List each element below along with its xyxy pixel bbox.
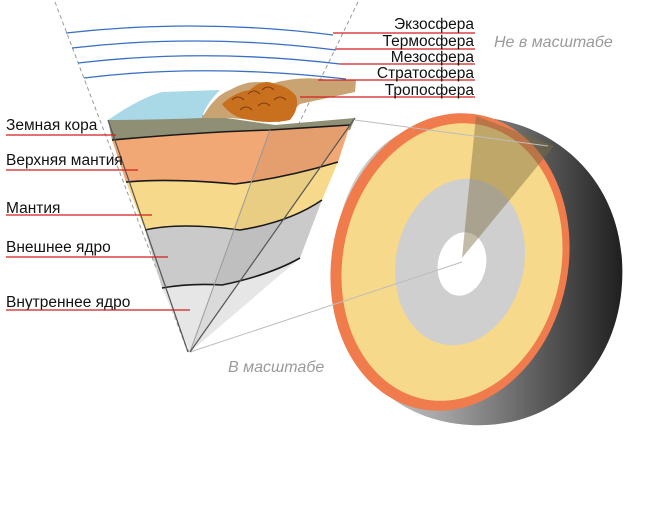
mesosphere-arc xyxy=(77,55,341,65)
cone-boundaries xyxy=(111,124,351,289)
label-outer-core: Внешнее ядро xyxy=(6,239,111,256)
label-mesosphere: Мезосфера xyxy=(391,49,475,66)
boundary-upper-mantle xyxy=(125,161,339,185)
cone-mantle xyxy=(126,162,338,230)
label-stratosphere: Стратосфера xyxy=(377,65,474,82)
interior-labels: Земная кора Верхняя мантия Мантия Внешне… xyxy=(6,117,190,311)
sphere-wedge xyxy=(462,116,554,258)
exosphere-arc xyxy=(65,25,334,36)
boundary-outer-core xyxy=(161,257,301,289)
label-crust: Земная кора xyxy=(6,117,98,134)
cone-edge-center xyxy=(189,129,271,353)
to-scale-sphere xyxy=(330,113,623,426)
label-mantle: Мантия xyxy=(6,200,60,217)
thermosphere-arc xyxy=(71,40,337,51)
mountain-ridges xyxy=(231,86,287,111)
cone-inner-core xyxy=(162,258,300,352)
caption-to-scale: В масштабе xyxy=(228,359,324,376)
stratosphere-arc xyxy=(83,70,347,80)
boundary-crust xyxy=(111,124,351,141)
label-troposphere: Тропосфера xyxy=(385,82,475,99)
label-exosphere: Экзосфера xyxy=(394,16,474,33)
label-thermosphere: Термосфера xyxy=(383,33,475,50)
mountain-peak xyxy=(222,82,298,122)
label-inner-core: Внутреннее ядро xyxy=(6,294,130,311)
atmosphere-labels: Экзосфера Термосфера Мезосфера Стратосфе… xyxy=(300,16,475,99)
cone-upper-mantle xyxy=(112,125,350,184)
cone-edge-right xyxy=(189,117,356,353)
not-to-scale-cone xyxy=(54,1,359,353)
cone-edge-left xyxy=(107,119,189,353)
sphere-inner-core xyxy=(437,232,487,296)
ocean xyxy=(108,90,220,120)
connector-bottom xyxy=(189,261,463,353)
atmosphere-arcs xyxy=(65,25,347,80)
boundary-mantle xyxy=(144,199,323,231)
connector-top xyxy=(354,119,549,147)
cone-outer-core xyxy=(145,200,322,288)
caption-not-to-scale: Не в масштабе xyxy=(494,34,613,51)
label-upper-mantle: Верхняя мантия xyxy=(6,152,123,169)
